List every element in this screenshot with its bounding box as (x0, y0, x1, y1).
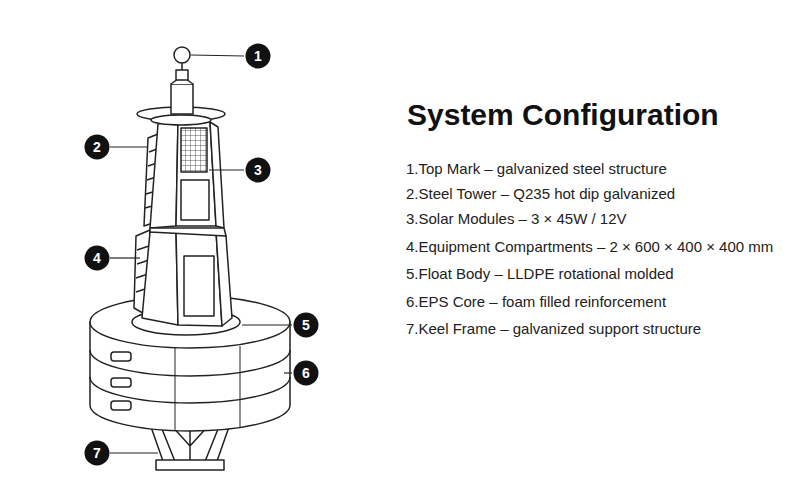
callout-number: 4 (84, 245, 110, 271)
list-item: 7.Keel Frame – galvanized support struct… (406, 320, 701, 337)
solar-module (181, 128, 207, 172)
list-item: 2.Steel Tower – Q235 hot dip galvanized (406, 185, 675, 202)
leader-line (242, 324, 292, 325)
callout-number: 5 (293, 312, 319, 338)
callout-number: 4 (84, 245, 110, 271)
leader-line (110, 146, 147, 147)
float-body (175, 346, 240, 431)
steel-tower (176, 230, 222, 326)
leader-line (209, 169, 244, 170)
callout-number: 3 (245, 157, 271, 183)
callout-circle (85, 441, 110, 466)
steel-tower (142, 230, 178, 325)
list-item: 5.Float Body – LLDPE rotational molded (406, 265, 674, 282)
callout-number: 7 (84, 440, 110, 466)
steel-tower (150, 228, 226, 236)
list-item: 1.Top Mark – galvanized steel structure (406, 160, 667, 177)
callout-circle (246, 158, 271, 183)
top-mark (151, 115, 211, 125)
callout-number: 6 (293, 360, 319, 386)
callout-number: 1 (245, 43, 271, 69)
callout-circle (294, 313, 319, 338)
steel-tower (150, 120, 178, 228)
compartment-door (181, 180, 209, 220)
callout-circle (85, 135, 110, 160)
callout-number: 5 (293, 312, 319, 338)
callout-number: 2 (84, 134, 110, 160)
title: System Configuration (407, 98, 719, 132)
top-mark (171, 84, 193, 114)
leader-line (191, 55, 244, 56)
top-mark (174, 47, 190, 63)
callout-number: 7 (84, 440, 110, 466)
list-item: 4.Equipment Compartments – 2 × 600 × 400… (406, 238, 773, 255)
float-body (111, 378, 131, 387)
top-mark (137, 47, 225, 125)
top-mark (181, 63, 183, 70)
callout-circle (246, 44, 271, 69)
callout-number: 2 (84, 134, 110, 160)
steel-tower (134, 120, 232, 326)
compartment-door (184, 256, 214, 316)
callout-circle (85, 246, 110, 271)
float-body (111, 401, 131, 410)
buoy-illustration (90, 47, 290, 470)
list-item: 6.EPS Core – foam filled reinforcement (406, 293, 666, 310)
float-body (90, 377, 290, 403)
list-item: 3.Solar Modules – 3 × 45W / 12V (406, 210, 627, 227)
float-body (111, 352, 131, 361)
leader-line (110, 452, 158, 453)
callout-number: 3 (245, 157, 271, 183)
callout-number: 1 (245, 43, 271, 69)
top-mark (176, 70, 188, 80)
callout-number: 6 (293, 360, 319, 386)
leader-line (110, 55, 292, 453)
keel-frame (156, 460, 224, 470)
float-body (90, 350, 290, 376)
leader-line (110, 257, 140, 258)
steel-tower (210, 122, 224, 228)
callout-circle (294, 361, 319, 386)
steel-tower (216, 231, 232, 326)
leader-line (284, 372, 292, 373)
steel-tower (176, 120, 216, 226)
